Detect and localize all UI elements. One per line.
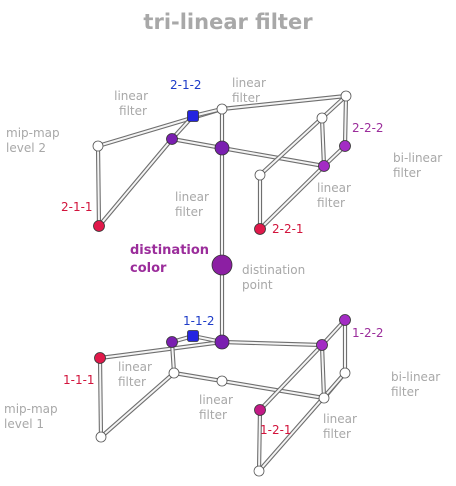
rod-bH-bI-core: [258, 409, 261, 472]
rod-tC-tF-core: [171, 138, 223, 149]
node-top-center: [214, 140, 230, 156]
rod-bI-bM-core: [258, 372, 346, 472]
node-top-back-mid: [216, 103, 228, 115]
node-2-2-1: [254, 223, 266, 235]
coord-2-2-1: 2-2-1: [272, 222, 304, 236]
node-bottom-front-left: [95, 431, 107, 443]
node-bottom-inner-mid: [216, 375, 228, 387]
node-bottom-right-mid: [318, 392, 330, 404]
label-linear-top-front: linear filter: [317, 181, 355, 210]
coord-1-1-2: 1-1-2: [183, 314, 215, 328]
sample-points: [92, 90, 352, 477]
node-top-purple-left: [166, 133, 178, 145]
label-linear-top-left: linear filter: [114, 89, 152, 118]
rod-bE-bJ-core: [221, 341, 323, 346]
rod-lattice: [95, 93, 349, 474]
node-bottom-front-right: [253, 465, 265, 477]
label-destination-point: distination point: [242, 263, 309, 292]
rod-bA-bB-core: [99, 357, 102, 438]
rod-tK-tI-core: [321, 95, 347, 119]
node-bottom-purple-right: [316, 339, 328, 351]
node-top-back-right: [316, 112, 328, 124]
node-bottom-purple-left: [166, 336, 178, 348]
label-linear-top-right: linear filter: [232, 76, 270, 105]
node-top-front-right: [254, 169, 266, 181]
label-linear-bottom-center: linear filter: [199, 393, 237, 422]
coord-2-2-2: 2-2-2: [352, 121, 384, 135]
rod-bG-bK-core: [221, 380, 325, 399]
label-linear-bottom-left: linear filter: [118, 360, 156, 389]
rod-tB-tC-core: [98, 138, 173, 227]
rod-bF-bG-core: [173, 372, 223, 382]
diagram-title: tri-linear filter: [143, 10, 313, 34]
rod-bH-bJ-core: [259, 344, 323, 411]
rod-tK-tL-core: [344, 95, 347, 147]
node-bottom-far-right: [339, 367, 351, 379]
node-bottom-center: [214, 334, 230, 350]
label-mipmap-level2: mip-map level 2: [6, 126, 63, 155]
node-2-1-2: [187, 110, 199, 122]
label-destination-color: distination color: [130, 243, 214, 276]
coord-2-1-1: 2-1-1: [61, 200, 93, 214]
label-bilinear-top: bi-linear filter: [393, 151, 446, 180]
node-1-2-1: [254, 404, 266, 416]
node-2-1-1: [93, 220, 105, 232]
rod-bA-bE-core: [99, 341, 223, 359]
rod-tI-tG-core: [259, 117, 323, 176]
coord-1-1-1: 1-1-1: [63, 373, 95, 387]
label-linear-center: linear filter: [175, 190, 213, 219]
rod-tA-tB-core: [97, 145, 100, 227]
coord-2-1-2: 2-1-2: [170, 78, 202, 92]
rod-bJ-bK-core: [321, 344, 325, 399]
node-1-1-1: [94, 352, 106, 364]
node-top-purple-right: [318, 160, 330, 172]
label-mipmap-level1: mip-map level 1: [4, 402, 61, 431]
node-1-1-2: [187, 330, 199, 342]
node-top-back-left: [92, 140, 104, 152]
coord-1-2-1: 1-2-1: [260, 423, 292, 437]
label-linear-bottom-right: linear filter: [323, 412, 361, 441]
rod-tE-tK-core: [221, 95, 347, 110]
rod-tF-tJ-core: [221, 147, 325, 167]
coord-1-2-2: 1-2-2: [352, 326, 384, 340]
rod-tH-tJ-core: [259, 165, 325, 230]
node-1-2-2: [339, 314, 351, 326]
node-top-far-right: [340, 90, 352, 102]
rod-tI-tJ-core: [321, 117, 325, 167]
label-bilinear-bottom: bi-linear filter: [391, 370, 444, 399]
node-bottom-inner-left: [168, 367, 180, 379]
rod-bB-bF-core: [100, 372, 175, 438]
node-destination-point: [211, 254, 233, 276]
node-2-2-2: [339, 140, 351, 152]
